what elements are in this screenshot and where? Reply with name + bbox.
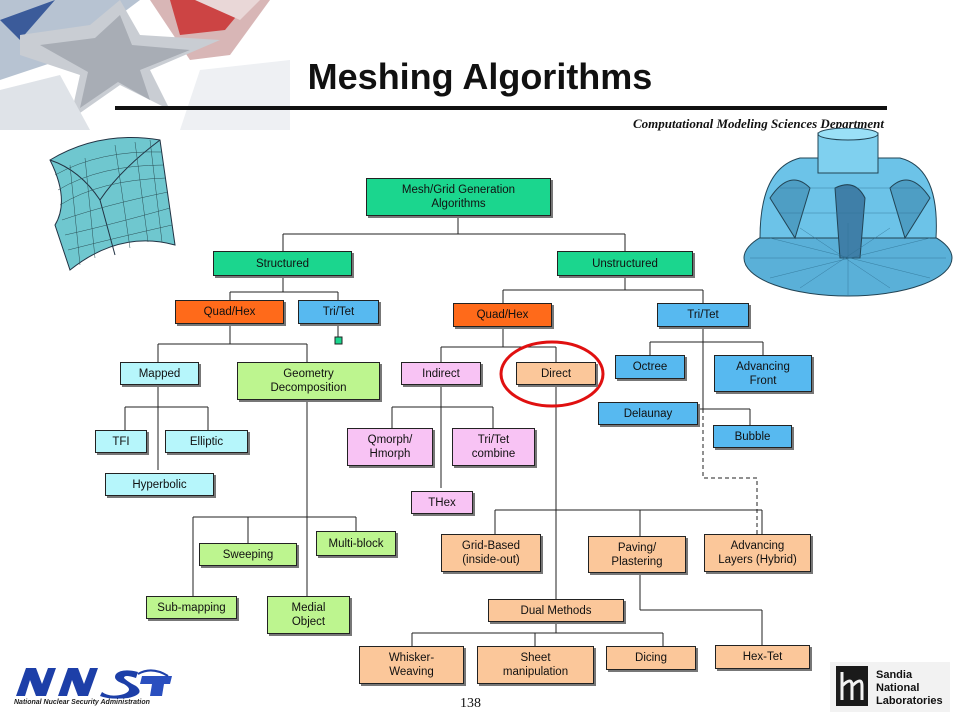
node-grid-based: Grid-Based (inside-out) (441, 534, 541, 572)
department-label: Computational Modeling Sciences Departme… (633, 116, 884, 131)
node-structured-quadhex: Quad/Hex (175, 300, 284, 324)
node-tritet-combine: Tri/Tet combine (452, 428, 535, 466)
node-tfi: TFI (95, 430, 147, 453)
node-advancing-front: Advancing Front (714, 355, 812, 392)
title-divider (115, 106, 887, 110)
node-structured: Structured (213, 251, 352, 276)
hex-mesh-image (49, 137, 176, 271)
node-hyperbolic: Hyperbolic (105, 473, 214, 496)
sandia-label-line1: Sandia (876, 669, 913, 681)
nnsa-label: National Nuclear Security Administration (14, 699, 150, 706)
node-unstructured-tritet: Tri/Tet (657, 303, 749, 327)
node-dual-methods: Dual Methods (488, 599, 624, 622)
node-advancing-layers: Advancing Layers (Hybrid) (704, 534, 811, 572)
node-geometry-decomposition: Geometry Decomposition (237, 362, 380, 400)
node-sheet-manipulation: Sheet manipulation (477, 646, 594, 684)
node-paving: Paving/ Plastering (588, 536, 686, 573)
node-unstructured-quadhex: Quad/Hex (453, 303, 552, 327)
node-submapping: Sub-mapping (146, 596, 237, 619)
node-unstructured: Unstructured (557, 251, 693, 276)
slide-title: Meshing Algorithms (307, 56, 653, 97)
small-node-marker (334, 336, 343, 345)
dashed-connector (702, 409, 758, 534)
node-qmorph: Qmorph/ Hmorph (347, 428, 433, 466)
nnsa-logo (16, 668, 172, 699)
node-hextet: Hex-Tet (715, 645, 810, 669)
node-structured-tritet: Tri/Tet (298, 300, 379, 324)
node-elliptic: Elliptic (165, 430, 248, 453)
node-mapped: Mapped (120, 362, 199, 385)
node-sweeping: Sweeping (199, 543, 297, 566)
sandia-label-line2: National (876, 682, 919, 694)
sandia-logo: Sandia National Laboratories (830, 662, 950, 712)
sandia-label-line3: Laboratories (876, 695, 943, 707)
flag-star-graphic (0, 0, 290, 130)
turbine-mesh-image (743, 128, 953, 297)
page-number: 138 (460, 696, 481, 711)
node-root: Mesh/Grid Generation Algorithms (366, 178, 551, 216)
node-dicing: Dicing (606, 646, 696, 670)
node-multiblock: Multi-block (316, 531, 396, 556)
node-indirect: Indirect (401, 362, 481, 385)
highlight-circle (499, 340, 605, 408)
node-thex: THex (411, 491, 473, 514)
node-octree: Octree (615, 355, 685, 379)
node-whisker-weaving: Whisker- Weaving (359, 646, 464, 684)
node-medial-object: Medial Object (267, 596, 350, 634)
node-bubble: Bubble (713, 425, 792, 448)
node-delaunay: Delaunay (598, 402, 698, 425)
node-direct: Direct (516, 362, 596, 385)
